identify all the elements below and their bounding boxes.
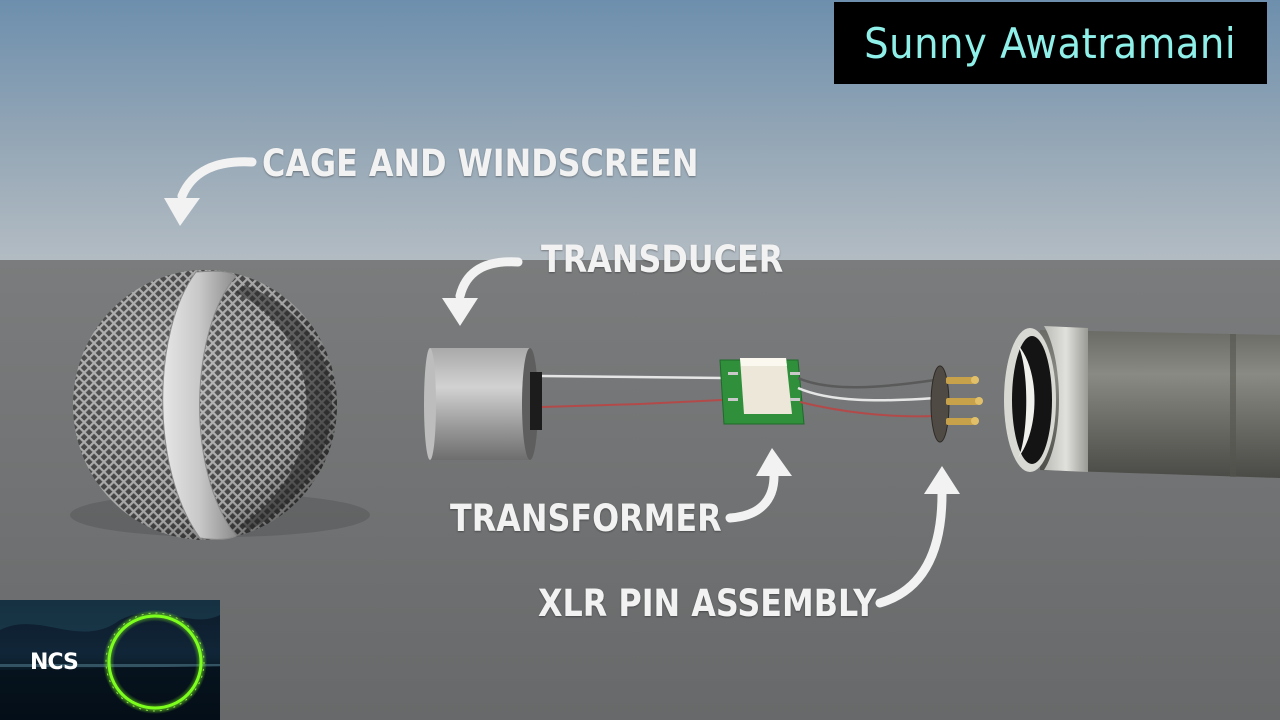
- microphone-body: [1004, 326, 1280, 478]
- ncs-ring-icon: [103, 610, 207, 714]
- ncs-logo: NCS: [30, 650, 79, 675]
- label-xlr-pin-assembly: XLR PIN ASSEMBLY: [538, 582, 877, 625]
- cage-and-windscreen: [73, 270, 337, 540]
- transducer: [424, 348, 542, 460]
- arrow-transducer: [442, 257, 523, 326]
- label-transducer: TRANSDUCER: [541, 238, 784, 281]
- cage-ring: [162, 270, 237, 540]
- transducer-wires: [541, 374, 723, 408]
- arrow-xlr: [875, 466, 960, 608]
- arrow-cage: [164, 157, 257, 226]
- transformer-wires: [797, 376, 936, 418]
- arrow-transformer: [725, 448, 792, 523]
- xlr-pin-assembly: [930, 365, 983, 443]
- ncs-visualizer: NCS: [0, 600, 220, 720]
- transformer: [719, 358, 805, 425]
- label-cage-and-windscreen: CAGE AND WINDSCREEN: [262, 142, 699, 185]
- label-transformer: TRANSFORMER: [450, 497, 722, 540]
- channel-watermark: Sunny Awatramani: [834, 2, 1267, 84]
- watermark-text: Sunny Awatramani: [864, 18, 1237, 68]
